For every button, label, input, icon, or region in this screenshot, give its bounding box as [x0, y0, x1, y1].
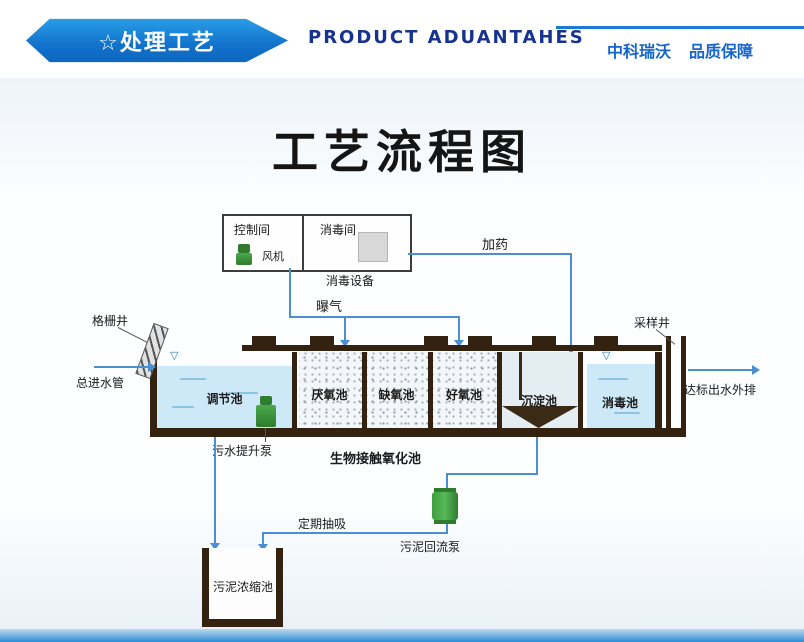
- tank-label-disinfection: 消毒池: [601, 396, 638, 410]
- arrow-right-icon: [148, 362, 156, 372]
- dosing-label: 加药: [482, 238, 509, 253]
- hatch-post: [310, 336, 334, 345]
- aeration-label: 曝气: [316, 300, 343, 315]
- wave: [598, 378, 628, 380]
- tank-right-wall: [655, 352, 662, 428]
- periodic-suction-label: 定期抽吸: [298, 517, 347, 531]
- sampling-well-wall: [681, 336, 686, 428]
- diagram-title: 工艺流程图: [272, 125, 532, 179]
- wave: [172, 406, 194, 408]
- sludge-to-thickener-pipe: [262, 532, 264, 546]
- dosing-pipe-vertical: [570, 253, 572, 349]
- water-level-icon: ▽: [602, 349, 611, 362]
- pump-outlet-pipe: [446, 524, 448, 534]
- leader-line: [265, 428, 266, 442]
- tank-divider: [292, 352, 297, 428]
- arrow-right-icon: [752, 365, 760, 375]
- aeration-pipe-vertical: [289, 268, 291, 318]
- bio-tank-label: 生物接触氧化池: [330, 452, 422, 467]
- sedimentation-drain-pipe: [536, 437, 538, 474]
- grid-well-label: 格栅井: [92, 314, 129, 328]
- footer-strip: [0, 629, 804, 642]
- wave: [180, 378, 206, 380]
- aeration-pipe-horizontal: [289, 316, 460, 318]
- wave: [614, 412, 640, 414]
- tank-label-sedimentation: 沉淀池: [520, 394, 557, 408]
- outlet-pipe: [688, 369, 752, 371]
- main-inlet-label: 总进水管: [76, 376, 125, 390]
- hatch-post: [424, 336, 448, 345]
- control-room-box: 控制间 风机 消毒间: [222, 214, 412, 272]
- wave: [228, 392, 258, 394]
- sampling-well-wall: [666, 336, 671, 428]
- tank-divider: [578, 352, 583, 428]
- brand-box: 中科瑞沃 品质保障: [556, 26, 804, 62]
- aeration-drop-1: [344, 316, 346, 342]
- anoxic-cell: [367, 352, 428, 428]
- hatch-post: [252, 336, 276, 345]
- disinfection-equipment-box: [358, 232, 388, 262]
- fan-icon: [236, 244, 252, 265]
- outlet-label: 达标出水外排: [684, 383, 757, 397]
- sludge-thickener-label: 污泥浓缩池: [212, 580, 273, 594]
- drain-pipe-to-pump: [446, 473, 448, 488]
- thickener-bottom-wall: [202, 619, 283, 627]
- hatch-post: [468, 336, 492, 345]
- tank-top-wall: [242, 345, 662, 351]
- sludge-return-pump-label: 污泥回流泵: [400, 540, 461, 554]
- room-divider: [302, 216, 304, 270]
- disinfection-tank-water: [587, 364, 655, 428]
- anaerobic-cell: [299, 352, 362, 428]
- thickener-left-wall: [202, 548, 209, 626]
- tank-label-anoxic: 缺氧池: [378, 388, 415, 402]
- sampling-well-label: 采样井: [634, 316, 671, 330]
- thickener-interior: [209, 548, 276, 619]
- tank-label-anaerobic: 厌氧池: [311, 388, 348, 402]
- hatch-post: [532, 336, 556, 345]
- lift-pump-icon: [256, 396, 276, 427]
- tank-divider: [362, 352, 367, 428]
- disinfection-room-label: 消毒间: [320, 223, 357, 237]
- tank-label-aerobic: 好氧池: [445, 388, 482, 402]
- drain-pipe-horizontal: [447, 473, 538, 475]
- disinfection-equipment-label: 消毒设备: [326, 274, 375, 288]
- inlet-pipe: [94, 366, 148, 368]
- thickener-right-wall: [276, 548, 283, 626]
- water-level-icon: ▽: [170, 349, 179, 362]
- tank-divider: [428, 352, 433, 428]
- section-banner: ☆处理工艺: [26, 18, 288, 63]
- tank-bottom-wall: [150, 428, 686, 437]
- arrow-down-icon: [210, 543, 220, 550]
- arrow-down-icon: [258, 544, 268, 551]
- aerobic-cell: [433, 352, 497, 428]
- lift-pump-label: 污水提升泵: [212, 444, 273, 458]
- sedimentation-baffle: [519, 352, 522, 400]
- tank-divider: [497, 352, 502, 428]
- brand-name: 中科瑞沃: [606, 42, 671, 61]
- english-subtitle: PRODUCT ADUANTAHES: [308, 27, 585, 48]
- arrow-down-icon: [340, 340, 350, 347]
- control-room-label: 控制间: [234, 223, 271, 237]
- fan-label: 风机: [262, 250, 284, 263]
- hatch-post: [594, 336, 618, 345]
- sludge-return-pipe: [262, 532, 448, 534]
- arrow-down-icon: [454, 340, 464, 347]
- dosing-pipe-horizontal: [408, 253, 572, 255]
- brand-tagline: 品质保障: [689, 42, 754, 61]
- aeration-drop-2: [458, 316, 460, 342]
- tank-label-regulation: 调节池: [206, 392, 243, 406]
- section-banner-label: ☆处理工艺: [98, 30, 216, 56]
- tank-left-wall: [150, 350, 157, 428]
- sludge-return-pump-icon: [432, 488, 458, 524]
- sludge-pipe-vertical: [214, 437, 216, 545]
